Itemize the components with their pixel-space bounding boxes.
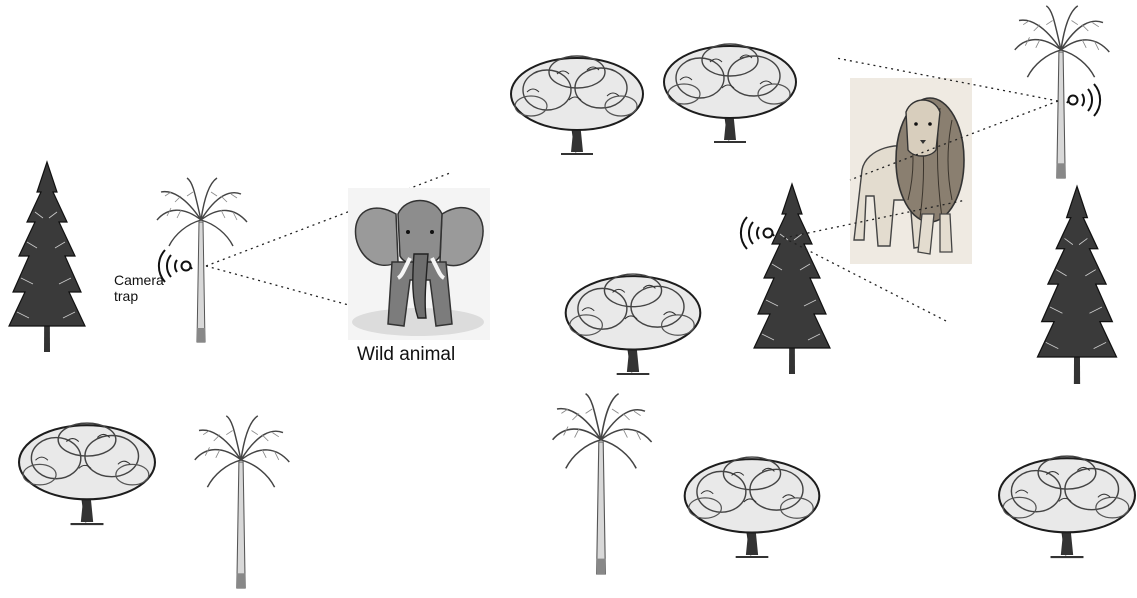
olive-tree-icon <box>509 54 645 156</box>
camera-field-of-view <box>783 57 1059 323</box>
camera-trap-icon <box>1066 83 1102 117</box>
olive-tree-icon <box>662 42 798 144</box>
elephant-icon <box>348 188 490 340</box>
wild-animal-label: Wild animal <box>357 344 456 365</box>
pine-tree-icon <box>1036 185 1118 385</box>
camera-trap-label: Camera trap <box>114 272 164 304</box>
olive-tree-icon <box>999 456 1135 557</box>
olive-tree-icon <box>685 457 820 557</box>
palm-tree-icon <box>551 392 653 575</box>
olive-tree-icon <box>566 274 701 374</box>
olive-tree-icon <box>19 423 155 524</box>
palm-tree-icon <box>1014 5 1111 179</box>
camera-trap-icon <box>739 216 775 250</box>
palm-tree-icon <box>194 415 291 589</box>
pine-tree-icon <box>8 161 86 353</box>
palm-tree-icon <box>156 177 248 343</box>
pine-tree-icon <box>753 183 831 375</box>
lion-icon <box>850 78 972 264</box>
